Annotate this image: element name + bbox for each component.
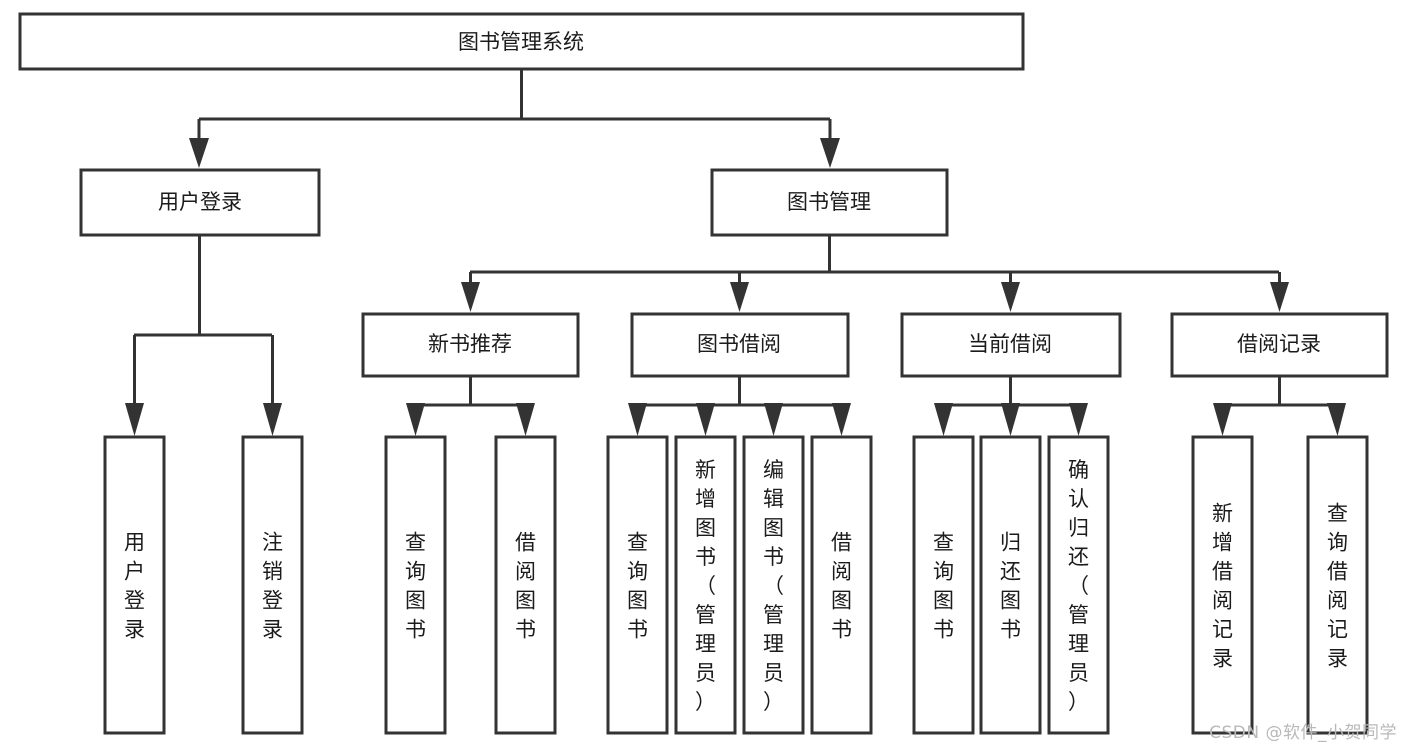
arrow-head-book-borrow	[730, 282, 749, 312]
node-current-borrow[interactable]: 当前借阅	[900, 312, 1122, 378]
node-new-book-recommend[interactable]: 新书推荐	[361, 312, 580, 378]
node-user-login[interactable]: 用户登录	[79, 168, 321, 237]
node-leaf-edit-book[interactable]: 编辑图书（管理员）	[742, 435, 805, 735]
node-book-borrow-box[interactable]	[630, 312, 850, 378]
node-leaf-query-record[interactable]: 查询借阅记录	[1306, 435, 1369, 735]
node-book-borrow[interactable]: 图书借阅	[630, 312, 850, 378]
node-leaf-return-book[interactable]: 归还图书	[979, 435, 1042, 735]
node-leaf-user-login[interactable]: 用户登录	[103, 435, 166, 735]
arrow-head-leaf-logout	[263, 403, 282, 436]
arrow-head-leaf-user-login	[125, 403, 144, 436]
node-leaf-add-book-box[interactable]	[674, 435, 737, 735]
node-leaf-edit-book-label: 编辑图书（管理员）	[763, 458, 784, 714]
node-new-book-recommend-label: 新书推荐	[428, 332, 512, 356]
node-current-borrow-box[interactable]	[900, 312, 1122, 378]
connector-layer	[125, 69, 1346, 436]
node-leaf-query-book-1[interactable]: 查询图书	[384, 435, 447, 735]
node-root[interactable]: 图书管理系统	[18, 12, 1025, 71]
arrow-head-leaf-confirm-return	[1069, 403, 1088, 436]
node-leaf-return-book-box[interactable]	[979, 435, 1042, 735]
node-borrow-record-label: 借阅记录	[1237, 332, 1321, 356]
node-leaf-borrow-book-2[interactable]: 借阅图书	[810, 435, 873, 735]
arrow-head-leaf-return-book	[1001, 403, 1020, 436]
arrow-head-leaf-borrow-book-2	[832, 403, 851, 436]
arrow-head-leaf-add-book	[696, 403, 715, 436]
node-leaf-borrow-book-1[interactable]: 借阅图书	[494, 435, 557, 735]
arrow-head-leaf-query-book-2	[628, 403, 647, 436]
node-leaf-borrow-book-1-box[interactable]	[494, 435, 557, 735]
node-borrow-record-box[interactable]	[1170, 312, 1389, 378]
node-leaf-query-book-2-box[interactable]	[606, 435, 669, 735]
node-leaf-borrow-book-2-box[interactable]	[810, 435, 873, 735]
node-leaf-confirm-return-box[interactable]	[1047, 435, 1110, 735]
node-book-management-label: 图书管理	[787, 190, 871, 214]
node-leaf-edit-book-box[interactable]	[742, 435, 805, 735]
node-user-login-box[interactable]	[79, 168, 321, 237]
node-leaf-confirm-return[interactable]: 确认归还（管理员）	[1047, 435, 1110, 735]
node-leaf-borrow-book-2-label: 借阅图书	[831, 531, 852, 642]
node-leaf-query-record-label: 查询借阅记录	[1327, 502, 1348, 671]
node-leaf-add-record-label: 新增借阅记录	[1212, 502, 1233, 671]
node-leaf-borrow-book-1-label: 借阅图书	[515, 531, 536, 642]
arrow-head-leaf-query-book-1	[406, 403, 425, 436]
node-leaf-query-book-3[interactable]: 查询图书	[912, 435, 975, 735]
node-leaf-query-book-1-box[interactable]	[384, 435, 447, 735]
arrow-head-leaf-query-book-3	[934, 403, 953, 436]
node-root-label: 图书管理系统	[458, 30, 584, 54]
arrow-head-borrow-record	[1270, 282, 1289, 312]
node-leaf-return-book-label: 归还图书	[1000, 531, 1021, 642]
node-leaf-add-record[interactable]: 新增借阅记录	[1191, 435, 1254, 735]
node-leaf-query-book-1-label: 查询图书	[405, 531, 426, 642]
node-borrow-record[interactable]: 借阅记录	[1170, 312, 1389, 378]
csdn-watermark: CSDN @软件_小贺同学	[1209, 723, 1397, 743]
arrow-head-leaf-query-record	[1327, 403, 1346, 436]
node-book-management-box[interactable]	[710, 168, 949, 237]
node-leaf-query-record-box[interactable]	[1306, 435, 1369, 735]
node-book-management[interactable]: 图书管理	[710, 168, 949, 237]
node-leaf-logout-box[interactable]	[241, 435, 304, 735]
node-leaf-confirm-return-label: 确认归还（管理员）	[1068, 458, 1089, 714]
node-leaf-logout-label: 注销登录	[262, 531, 283, 642]
node-leaf-add-book[interactable]: 新增图书（管理员）	[674, 435, 737, 735]
arrow-head-current-borrow	[1001, 282, 1020, 312]
node-leaf-add-book-label: 新增图书（管理员）	[695, 458, 716, 714]
arrow-head-new-book-recommend	[461, 282, 480, 312]
arrow-head-leaf-borrow-book-1	[516, 403, 535, 436]
node-leaf-query-book-3-label: 查询图书	[933, 531, 954, 642]
node-leaf-query-book-3-box[interactable]	[912, 435, 975, 735]
node-new-book-recommend-box[interactable]	[361, 312, 580, 378]
arrow-head-leaf-edit-book	[764, 403, 783, 436]
arrow-head-user-login	[189, 138, 209, 168]
node-user-login-label: 用户登录	[158, 190, 242, 214]
node-leaf-query-book-2-label: 查询图书	[627, 531, 648, 642]
node-leaf-add-record-box[interactable]	[1191, 435, 1254, 735]
arrow-head-leaf-add-record	[1213, 403, 1232, 436]
node-root-box[interactable]	[18, 12, 1025, 71]
node-leaf-user-login-box[interactable]	[103, 435, 166, 735]
arrow-head-book-management	[820, 138, 840, 168]
node-book-borrow-label: 图书借阅	[697, 332, 781, 356]
node-leaf-query-book-2[interactable]: 查询图书	[606, 435, 669, 735]
node-leaf-logout[interactable]: 注销登录	[241, 435, 304, 735]
node-leaf-user-login-label: 用户登录	[124, 531, 145, 642]
node-current-borrow-label: 当前借阅	[968, 332, 1052, 356]
